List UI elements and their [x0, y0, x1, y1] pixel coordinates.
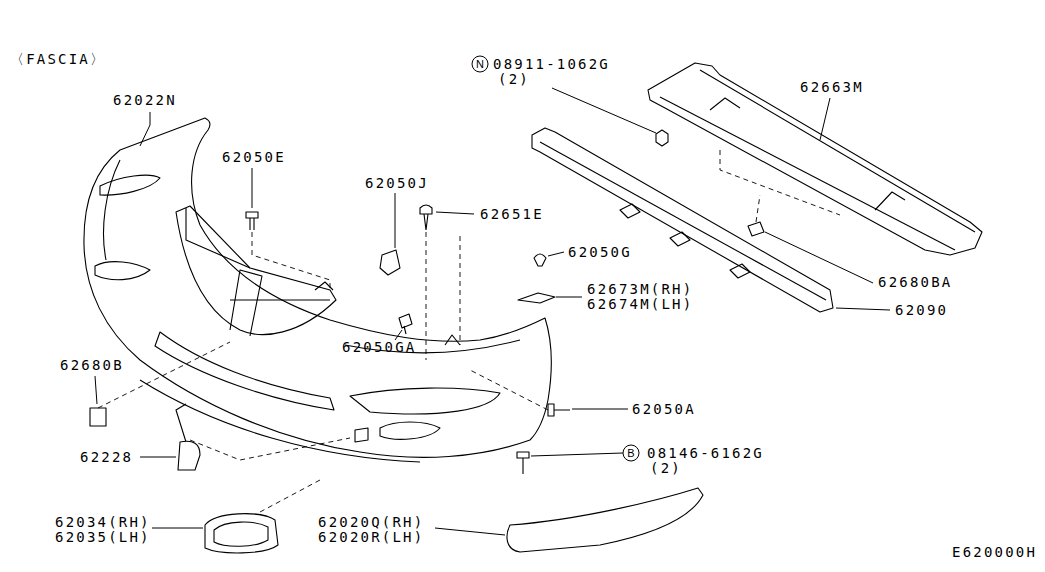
- leader-line: [556, 297, 582, 298]
- leader-line: [152, 528, 203, 529]
- part-number: 62090: [895, 303, 948, 318]
- absorber-tab: [875, 192, 905, 210]
- symbol-letter: N: [476, 59, 484, 70]
- clip-part: [246, 212, 258, 230]
- leader-line: [435, 528, 505, 535]
- assembly-line: [470, 370, 548, 410]
- part-number: 62673M(RH): [587, 282, 693, 297]
- fog-lamp-lens: [214, 522, 268, 546]
- lower-intake: [155, 332, 334, 410]
- bumper-fascia: [84, 118, 551, 457]
- part-number: 62035(LH): [55, 530, 151, 545]
- reinforcement-slot: [620, 204, 640, 218]
- assembly-line: [426, 232, 427, 360]
- fog-lamp: [205, 514, 278, 553]
- mount-tab: [445, 335, 460, 345]
- title-label: 〈FASCIA〉: [10, 52, 106, 67]
- clip-part: [534, 254, 546, 266]
- assembly-line: [756, 195, 760, 222]
- part-number: 62680B: [60, 358, 124, 373]
- assembly-line: [190, 438, 350, 460]
- screw-part: [548, 404, 570, 416]
- leader-line: [765, 232, 873, 283]
- part-number: 08911-1062G: [493, 57, 610, 72]
- quantity-note: (2): [650, 461, 682, 476]
- quantity-note: (2): [498, 72, 530, 87]
- part-number: 62050G: [568, 245, 632, 260]
- part-number: 62050GA: [342, 340, 416, 355]
- fascia-edge: [104, 160, 120, 260]
- leader-line: [531, 453, 623, 456]
- part-number: 62050E: [222, 150, 286, 165]
- part-number: 62020Q(RH): [318, 515, 424, 530]
- part-number: 62050J: [365, 176, 429, 191]
- reinforcement-slot: [730, 264, 750, 278]
- assembly-line: [720, 150, 840, 215]
- absorber-ridge: [700, 70, 975, 232]
- absorber-tab: [710, 98, 740, 110]
- bolt-part: [517, 452, 529, 474]
- fog-opening: [350, 388, 500, 414]
- part-number: 62022N: [113, 93, 177, 108]
- clip-part: [420, 205, 432, 230]
- part-number: 62050A: [632, 402, 696, 417]
- part-number: 62020R(LH): [318, 530, 424, 545]
- symbol-letter: B: [627, 448, 634, 459]
- grille-bar: [230, 299, 330, 300]
- leader-line: [395, 193, 396, 248]
- leader-line: [140, 112, 150, 146]
- clip-part: [380, 250, 400, 275]
- assembly-line: [252, 232, 330, 288]
- part-number: 62663M: [800, 80, 864, 95]
- assembly-line: [260, 480, 320, 512]
- absorber-ridge: [660, 97, 955, 250]
- clip-part: [90, 408, 106, 426]
- part-number: 62228: [80, 450, 133, 465]
- grille-opening: [176, 206, 336, 335]
- grille-bar: [230, 270, 262, 336]
- leader-line: [548, 252, 564, 256]
- part-number: 62680BA: [878, 275, 952, 290]
- diagram-code: E620000H: [952, 545, 1037, 560]
- leader-line: [140, 457, 176, 458]
- clip-part: [748, 222, 764, 236]
- leader-line: [436, 212, 474, 214]
- leader-line: [572, 409, 628, 410]
- part-number: 62674M(LH): [587, 297, 693, 312]
- energy-absorber: [648, 63, 982, 255]
- side-molding: [507, 488, 703, 552]
- fascia-edge: [140, 380, 420, 462]
- assembly-line: [460, 236, 461, 345]
- symbol-circle: [623, 445, 639, 461]
- bracket-part: [518, 293, 555, 303]
- leader-line: [836, 308, 890, 310]
- part-number: 62034(RH): [55, 515, 151, 530]
- symbol-circle: [472, 56, 488, 72]
- leader-line: [820, 98, 830, 140]
- leader-line: [252, 168, 253, 208]
- mount-tab: [186, 208, 250, 268]
- leader-line: [395, 330, 402, 340]
- leader-line: [552, 88, 656, 133]
- mount-hole: [355, 428, 368, 442]
- part-number: 08146-6162G: [647, 446, 764, 461]
- leader-line: [95, 376, 97, 404]
- side-vent: [95, 262, 150, 280]
- cover-part: [176, 404, 200, 470]
- assembly-line: [98, 342, 230, 408]
- part-number: 62651E: [480, 207, 544, 222]
- reinforcement-slot: [670, 232, 690, 246]
- fog-hole: [380, 422, 440, 439]
- nut-part: [656, 130, 668, 146]
